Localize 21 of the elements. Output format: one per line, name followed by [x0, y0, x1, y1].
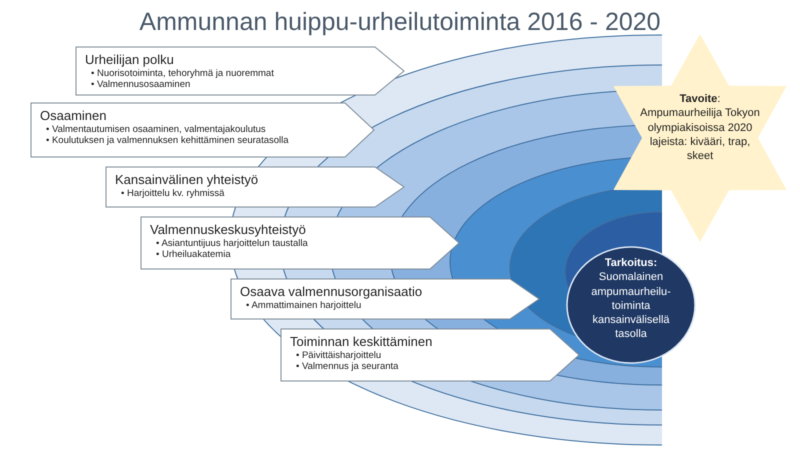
heading: Valmennuskeskusyhteistyö: [150, 222, 307, 237]
bullet-text: • Nuorisotoiminta, tehoryhmä ja nuoremmat: [91, 68, 274, 79]
bullet-text: • Koulutuksen ja valmennuksen kehittäminen seuratasolla: [46, 135, 289, 146]
heading: Osaaminen: [40, 108, 108, 123]
heading: Osaava valmennusorganisaatio: [240, 284, 424, 299]
heading: Toiminnan keskittäminen: [290, 334, 434, 349]
body-text: Suomalainen ampumaurheilu-toiminta kansainvälisellä tasolla: [590, 270, 672, 342]
heading: Kansainvälinen yhteistyö: [115, 172, 260, 187]
bullet-text: • Valmentautumisen osaaminen, valmentajakoulutus: [46, 124, 266, 135]
heading: Tavoite:: [678, 92, 722, 106]
bullet-text: • Urheiluakatemia: [156, 249, 231, 260]
bullet-text: • Ammattimainen harjoittelu: [246, 300, 362, 311]
body-text: Ampumaurheilija Tokyon olympiakisoissa 2020 lajeista: kivääri, trap, skeet: [639, 106, 761, 164]
heading: Urheilijan polku: [85, 52, 175, 67]
heading: Tarkoitus:: [604, 256, 658, 270]
bullet-text: • Valmennusosaaminen: [91, 79, 190, 90]
bullet-text: • Valmennus ja seuranta: [296, 361, 398, 372]
bullet-text: • Päivittäisharjoittelu: [296, 350, 382, 361]
title: Ammunnan huippu-urheilutoiminta 2016 - 2020: [138, 8, 662, 37]
bullet-text: • Harjoittelu kv. ryhmissä: [121, 188, 224, 199]
bullet-text: • Asiantuntijuus harjoittelun taustalla: [156, 238, 308, 249]
